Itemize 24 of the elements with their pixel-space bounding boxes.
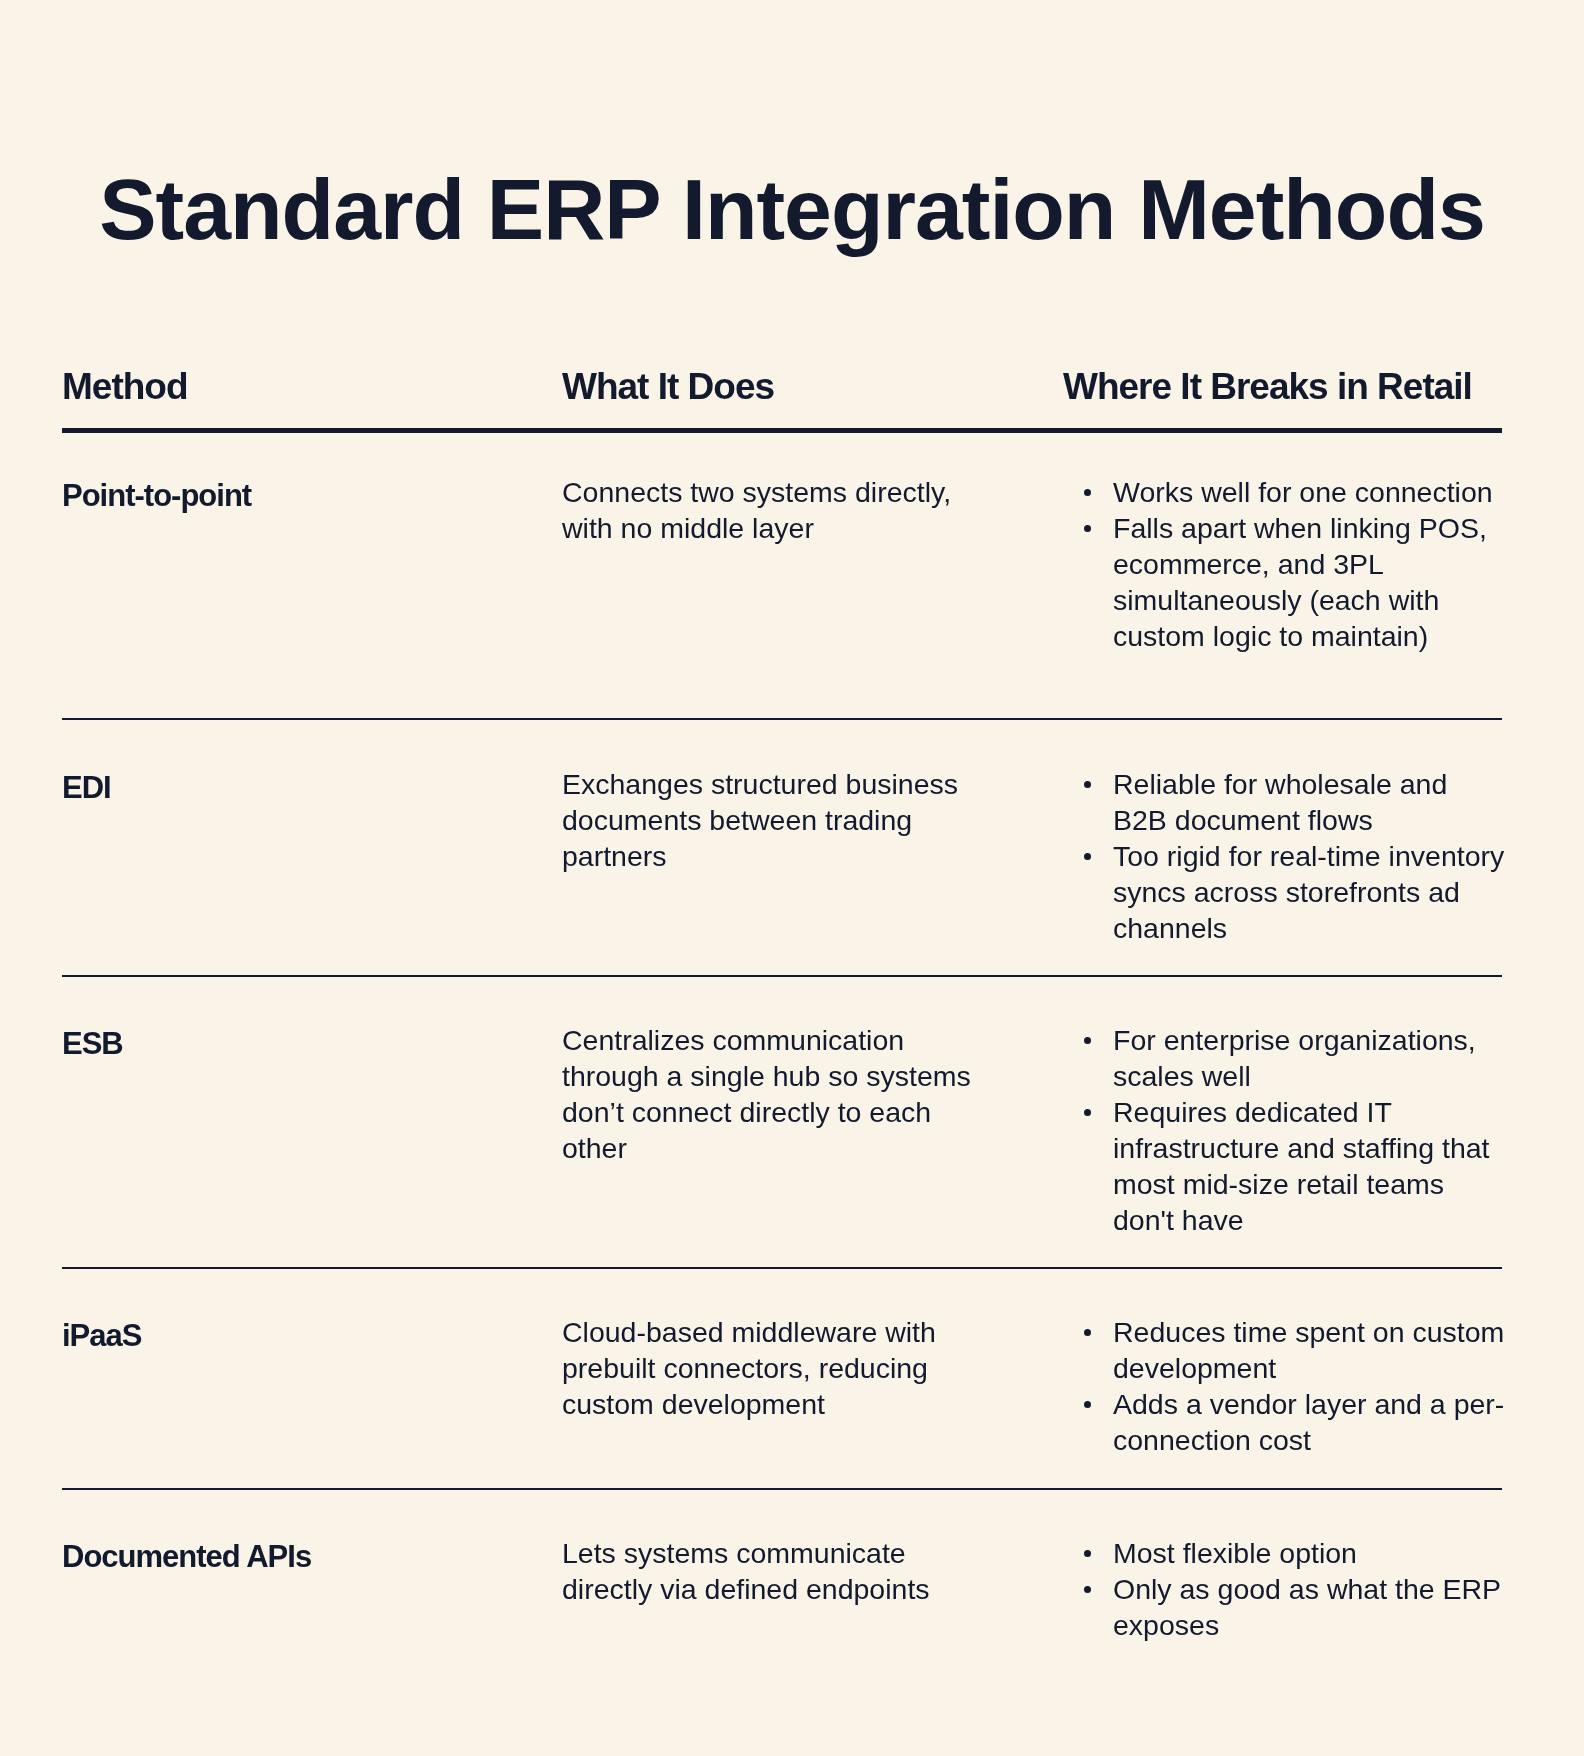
bullet-item: For enterprise organizations, scales well [1069,1022,1509,1094]
bullet-item: Requires dedicated IT infrastructure and staffing that most mid-size retail teams don't have [1069,1094,1509,1238]
column-header: Where It Breaks in Retail [1063,366,1472,408]
method-description: Connects two systems directly, with no middle layer [562,475,953,546]
bullet-item: Most flexible option [1069,1535,1509,1571]
bullet-item: Reduces time spent on custom development [1069,1314,1509,1386]
bullet-item: Falls apart when linking POS, ecommerce, and 3PL simultaneously (each with custom logic to maintain) [1069,510,1509,654]
column-header: Method [62,366,188,408]
method-name: EDI [62,770,112,806]
method-description: Centralizes communication through a single hub so systems don’t connect directly to each other [562,1023,972,1166]
method-name: ESB [62,1026,124,1062]
bullet-item: Too rigid for real-time inventory syncs across storefronts ad channels [1069,838,1509,946]
bullet-item: Works well for one connection [1069,474,1509,510]
bullet-item: Adds a vendor layer and a per-connection cost [1069,1386,1509,1458]
method-name: iPaaS [62,1318,143,1354]
column-header: What It Does [562,366,775,408]
bullet-item: Reliable for wholesale and B2B document flows [1069,766,1509,838]
method-description: Lets systems communicate directly via defined endpoints [562,1536,931,1607]
method-description: Cloud-based middleware with prebuilt connectors, reducing custom development [562,1315,937,1422]
bullet-item: Only as good as what the ERP exposes [1069,1571,1509,1643]
method-name: Point-to-point [62,478,253,514]
title: Standard ERP Integration Methods [98,160,1486,259]
method-name: Documented APIs [62,1539,313,1575]
method-description: Exchanges structured business documents between trading partners [562,767,960,874]
